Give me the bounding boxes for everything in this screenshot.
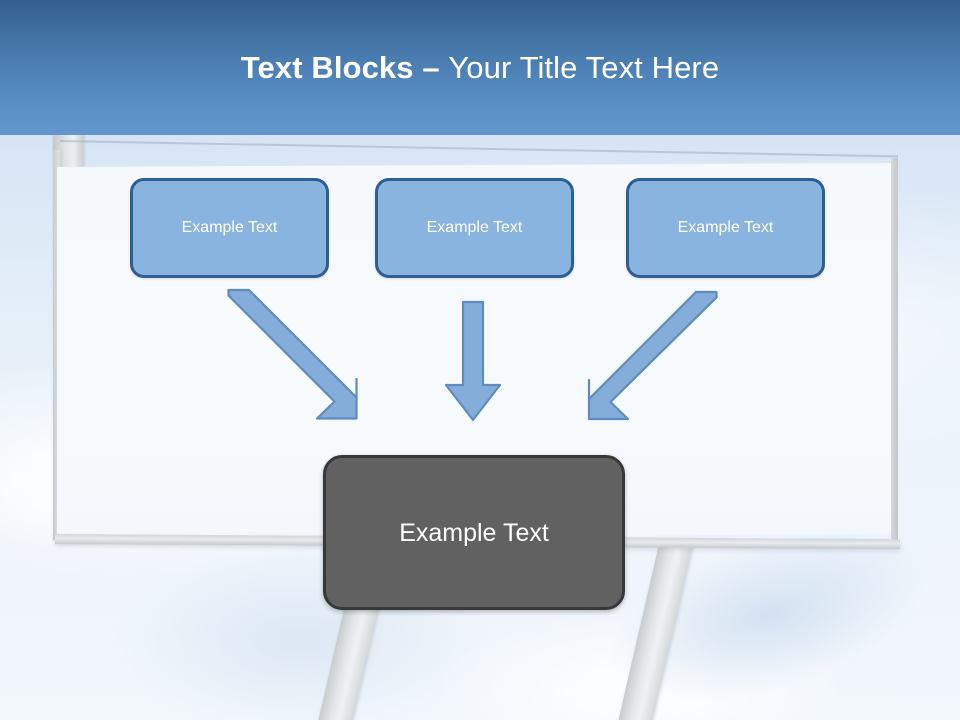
text-block-3-label: Example Text bbox=[677, 219, 774, 236]
result-text-block[interactable]: Example Text bbox=[323, 455, 625, 610]
title-bold-part: Text Blocks bbox=[240, 50, 423, 85]
title-rest-part: Your Title Text Here bbox=[448, 50, 720, 85]
title-separator: – bbox=[422, 50, 449, 85]
text-block-2[interactable]: Example Text bbox=[375, 178, 574, 278]
page-title: Text Blocks – Your Title Text Here bbox=[0, 48, 960, 88]
billboard-right-edge bbox=[891, 158, 898, 540]
text-block-1[interactable]: Example Text bbox=[130, 178, 329, 278]
billboard-top-edge bbox=[60, 138, 898, 166]
text-block-2-label: Example Text bbox=[426, 219, 523, 236]
text-block-3[interactable]: Example Text bbox=[626, 178, 825, 278]
text-block-1-label: Example Text bbox=[181, 219, 278, 236]
result-text-block-label: Example Text bbox=[399, 518, 549, 547]
title-band: Text Blocks – Your Title Text Here bbox=[0, 0, 960, 135]
